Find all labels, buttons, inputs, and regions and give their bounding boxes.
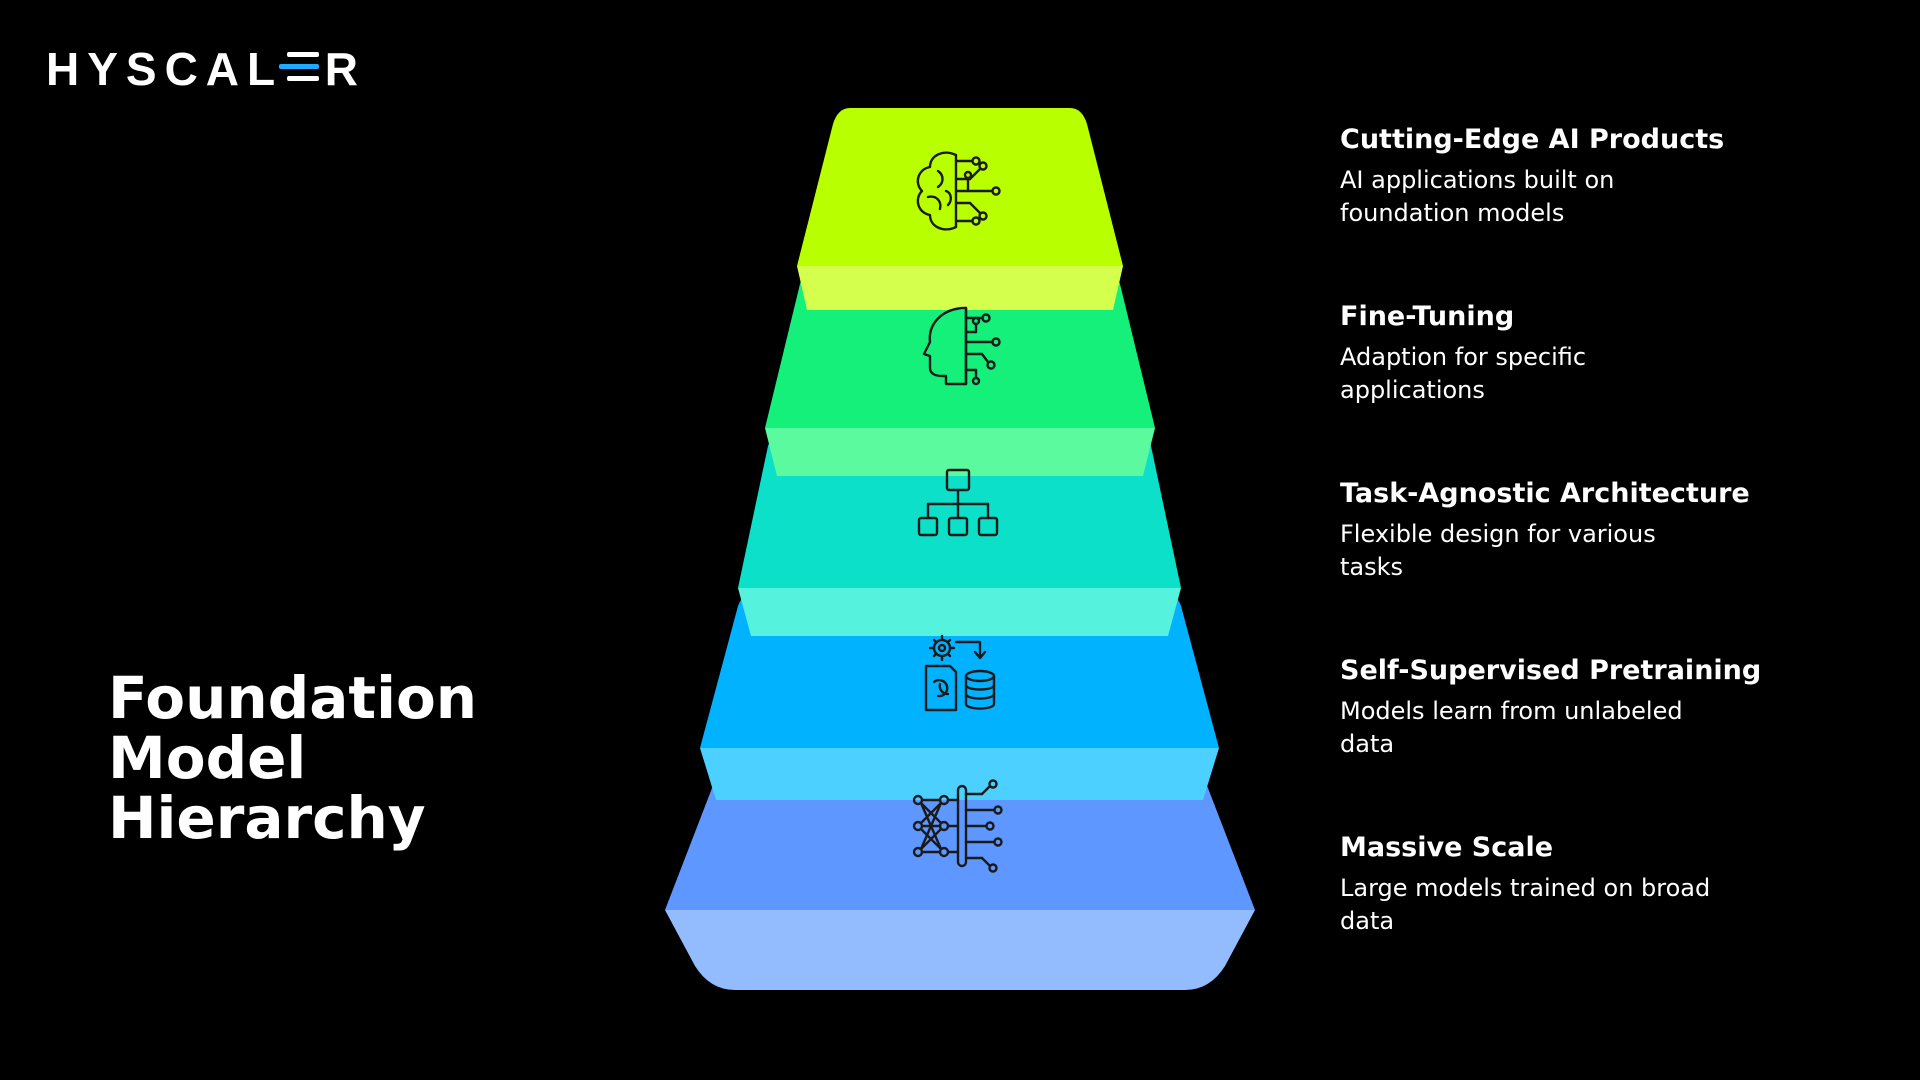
- layer-4-title: Self-Supervised Pretraining: [1340, 655, 1762, 686]
- layer-5-side: [665, 910, 1255, 990]
- layer-3-title: Task-Agnostic Architecture: [1340, 478, 1750, 509]
- logo-e-mark: [278, 49, 319, 83]
- layer-item-3: Task-Agnostic Architecture Flexible desi…: [1340, 476, 1900, 584]
- layer-item-1: Cutting-Edge AI Products AI applications…: [1340, 122, 1900, 230]
- layer-3-side: [738, 588, 1181, 636]
- logo-text-right: R: [324, 43, 366, 95]
- neural-network-icon: [912, 779, 1003, 873]
- layer-2-description: Adaption for specific applications: [1340, 343, 1587, 404]
- layer-item-5: Massive Scale Large models trained on br…: [1340, 830, 1900, 938]
- page-title: Foundation Model Hierarchy: [108, 668, 528, 848]
- layer-3-description: Flexible design for various tasks: [1340, 520, 1656, 581]
- layer-1-description: AI applications built on foundation mode…: [1340, 166, 1615, 227]
- data-process-icon: [924, 634, 996, 712]
- layer-2-side: [765, 428, 1155, 476]
- brand-logo: HYSCAL R: [46, 44, 366, 94]
- layer-2-title: Fine-Tuning: [1340, 301, 1515, 332]
- layer-4-side: [700, 748, 1219, 800]
- layer-5-description: Large models trained on broad data: [1340, 874, 1711, 935]
- layer-item-2: Fine-Tuning Adaption for specific applic…: [1340, 299, 1900, 407]
- pyramid-layer-1: [797, 108, 1123, 310]
- brain-circuit-icon: [916, 151, 1001, 231]
- title-line-3: Hierarchy: [108, 784, 426, 852]
- layer-1-face: [797, 108, 1123, 266]
- layer-item-4: Self-Supervised Pretraining Models learn…: [1340, 653, 1900, 761]
- layer-1-side: [797, 266, 1123, 310]
- layer-1-title: Cutting-Edge AI Products: [1340, 124, 1725, 155]
- layer-4-description: Models learn from unlabeled data: [1340, 697, 1683, 758]
- title-line-2: Model: [108, 724, 307, 792]
- hierarchy-icon: [917, 468, 999, 537]
- title-line-1: Foundation: [108, 664, 478, 732]
- logo-text-left: HYSCAL: [46, 43, 284, 95]
- layer-5-title: Massive Scale: [1340, 832, 1554, 863]
- ai-head-icon: [922, 306, 1001, 386]
